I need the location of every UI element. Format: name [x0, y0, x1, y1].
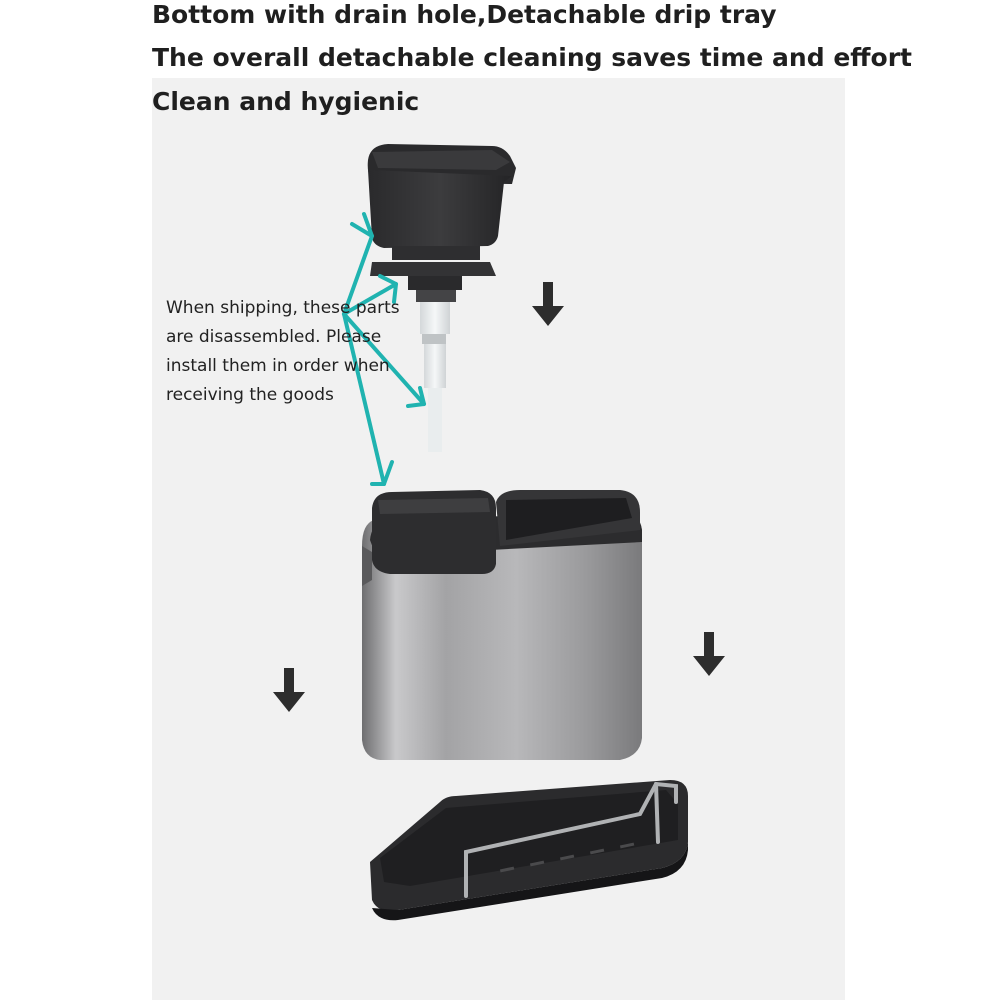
- headline-line-1: Bottom with drain hole,Detachable drip t…: [152, 0, 777, 29]
- pump-head: [367, 144, 516, 452]
- caddy-body: [362, 490, 642, 760]
- teal-arrow-icon: [342, 212, 426, 486]
- assembly-note-line-4: receiving the goods: [166, 385, 334, 405]
- headline-line-2: The overall detachable cleaning saves ti…: [152, 43, 912, 72]
- drip-tray: [370, 780, 688, 921]
- headline-line-3: Clean and hygienic: [152, 87, 420, 116]
- assembly-note-line-1: When shipping, these parts: [166, 298, 400, 318]
- assembly-note-line-3: install them in order when: [166, 356, 390, 376]
- down-arrow-icon: [273, 282, 725, 712]
- assembly-note-line-2: are disassembled. Please: [166, 327, 382, 347]
